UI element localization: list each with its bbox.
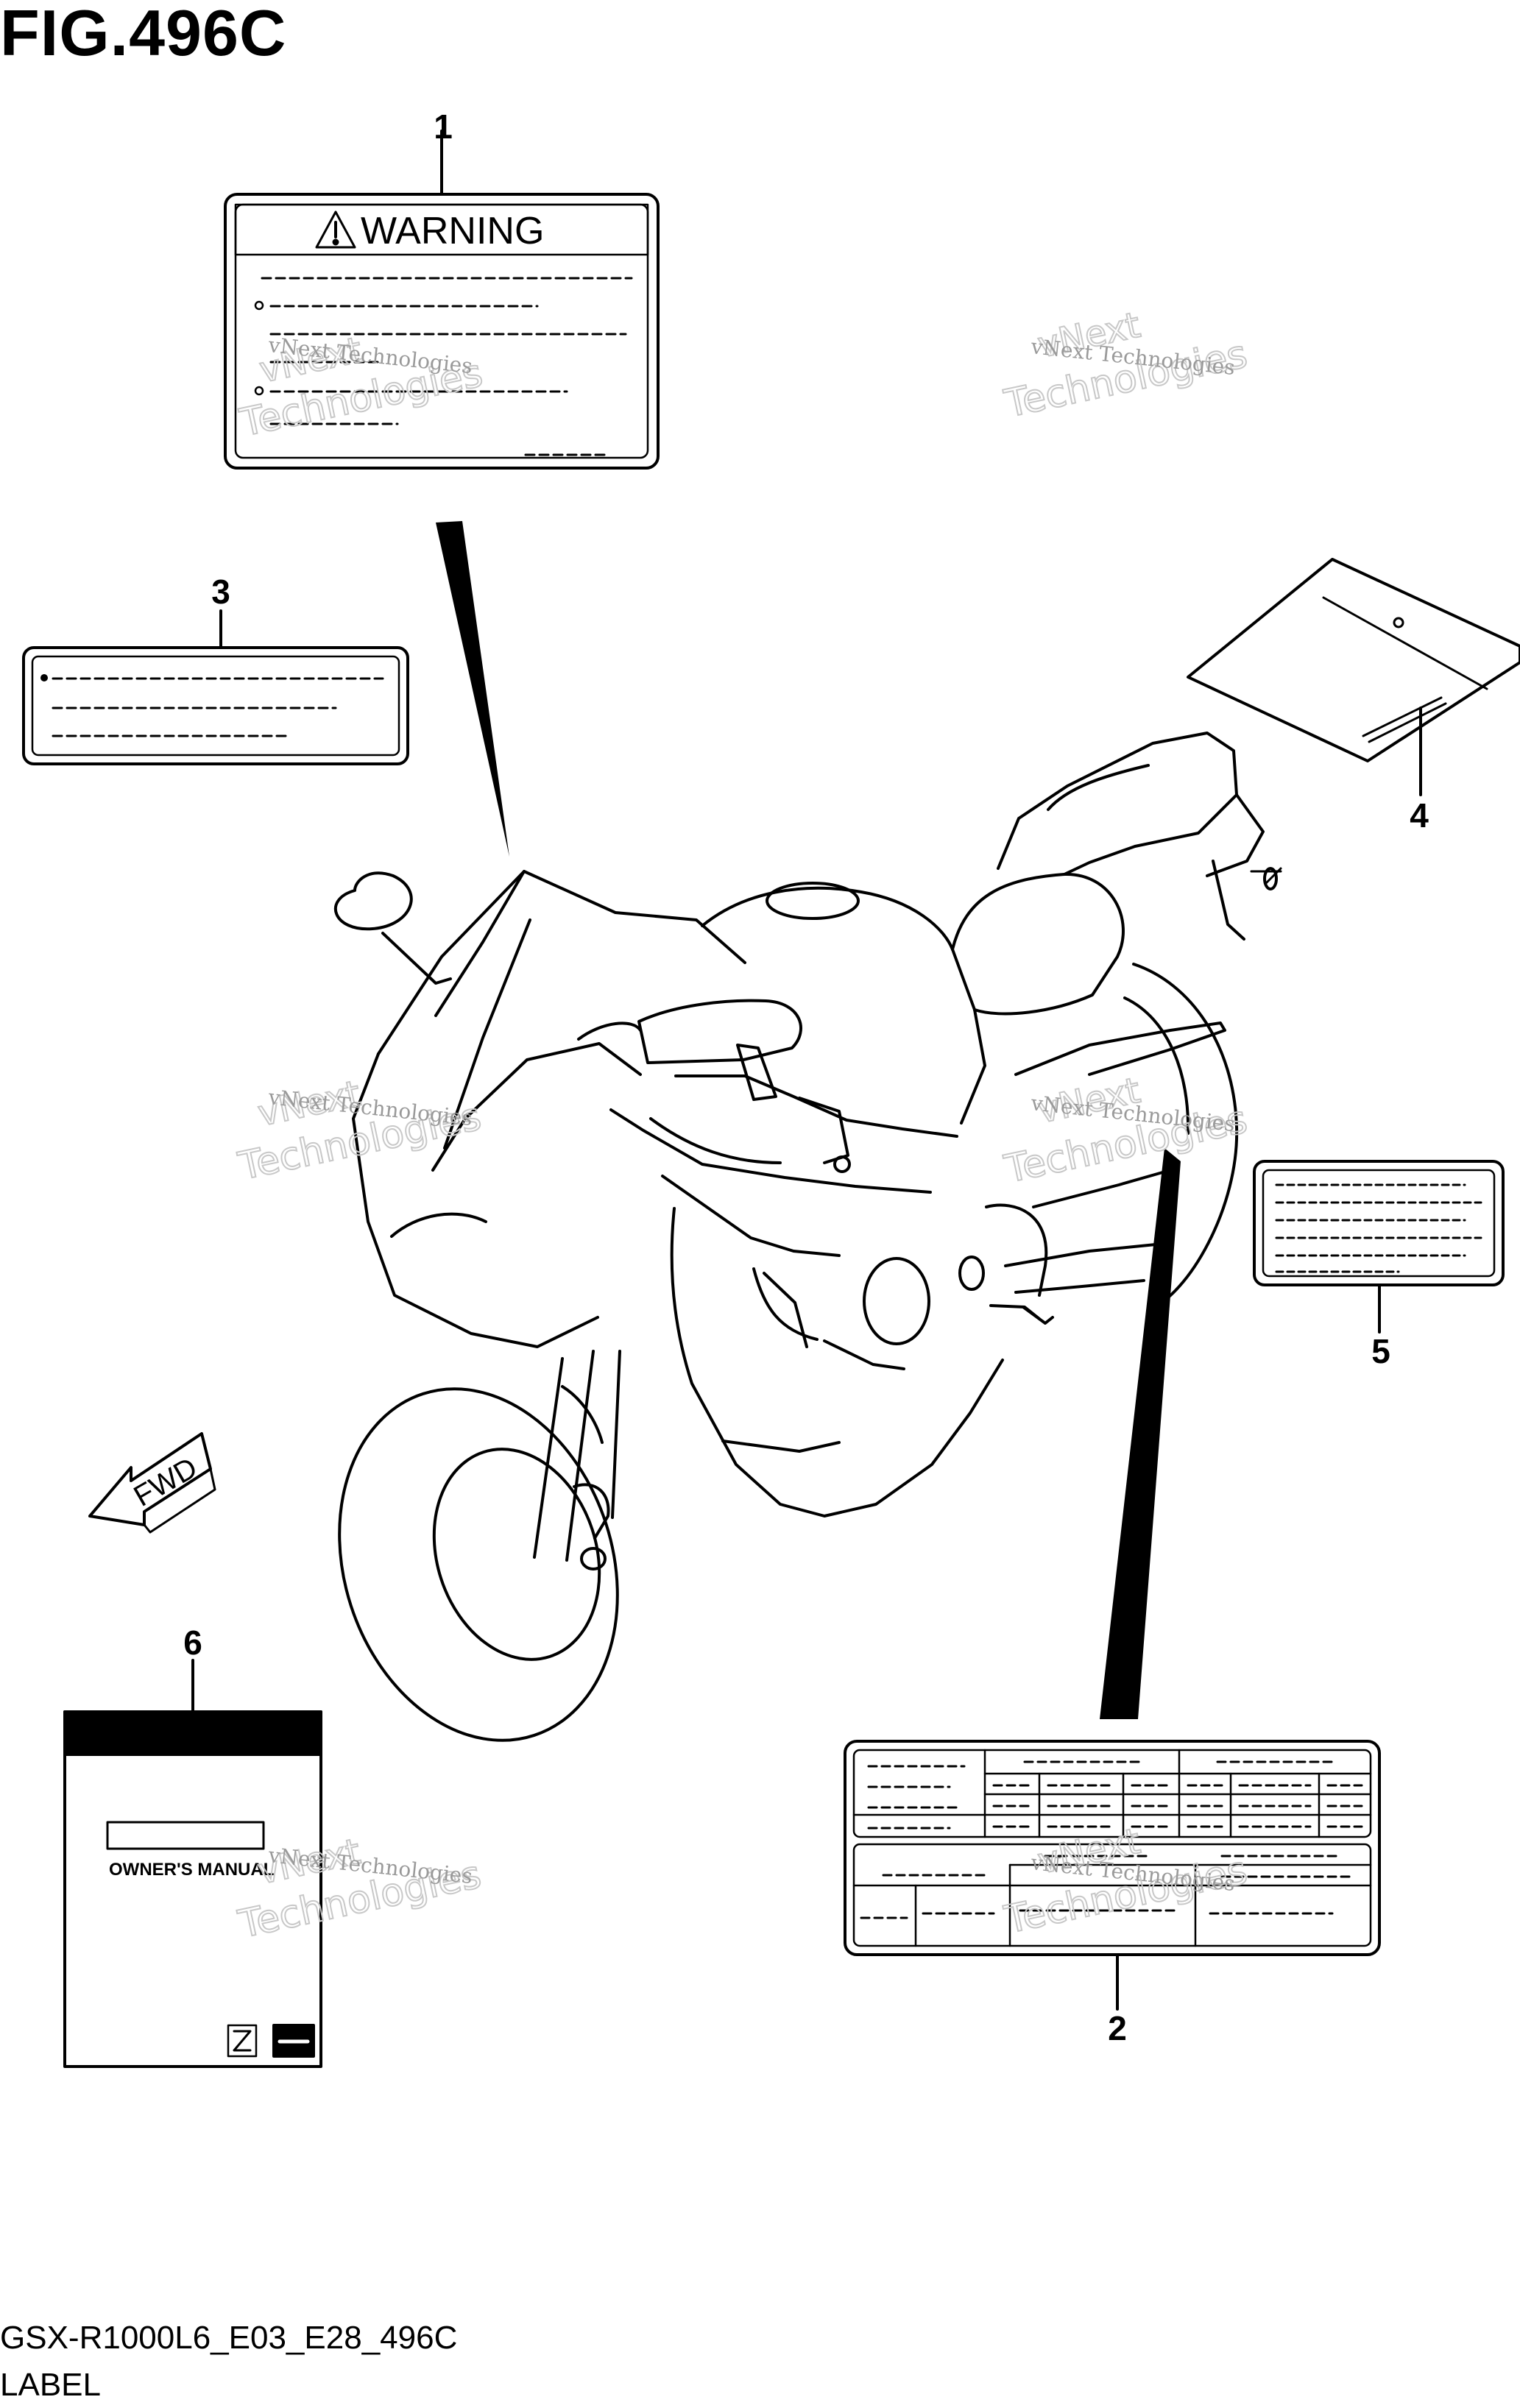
callout-number-2: 2 [1108, 2009, 1127, 2047]
warning-triangle-icon [315, 210, 356, 249]
owners-manual-text: OWNER'S MANUAL [109, 1860, 274, 1880]
label-part-4[interactable] [1187, 558, 1520, 762]
warning-label[interactable] [224, 193, 660, 470]
callout-number-6: 6 [183, 1623, 202, 1662]
fwd-arrow-icon [88, 1432, 216, 1534]
label-part-5[interactable] [1253, 1160, 1505, 1286]
pointer-wedge-2 [1100, 1148, 1181, 1719]
callout-number-4: 4 [1410, 796, 1429, 835]
owners-manual[interactable] [63, 1710, 322, 2068]
callout-number-3: 3 [211, 573, 230, 611]
pointer-wedge-1 [436, 521, 509, 857]
diagram-code: GSX-R1000L6_E03_E28_496C [0, 2320, 458, 2356]
callout-number-5: 5 [1371, 1332, 1390, 1370]
diagram-name: LABEL [0, 2367, 101, 2403]
figure-title: FIG.496C [0, 0, 287, 69]
watermark: vNext Technologies vNext Technologies vN… [234, 304, 1252, 1948]
label-part-2[interactable] [844, 1740, 1381, 1956]
label-part-3[interactable] [22, 646, 409, 765]
warning-text: WARNING [361, 210, 544, 252]
motorcycle-drawing [333, 732, 1282, 1742]
suzuki-logo-icon [227, 2024, 315, 2058]
callout-number-1: 1 [434, 107, 453, 146]
